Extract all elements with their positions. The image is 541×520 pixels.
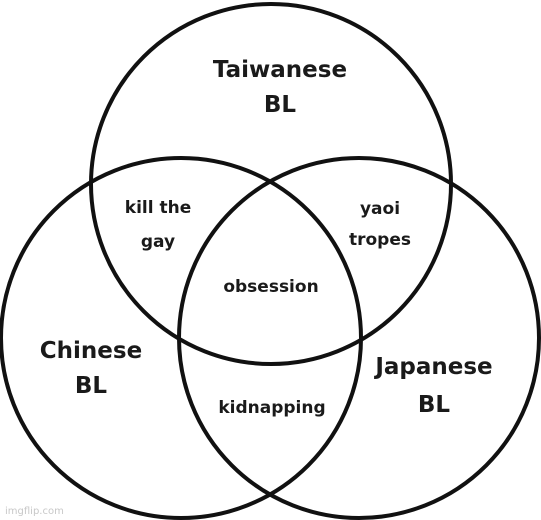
label-japanese-line2: BL: [418, 392, 451, 418]
label-chinese-line2: BL: [75, 373, 108, 399]
label-taiwanese-chinese-line2: gay: [141, 232, 175, 252]
label-taiwanese-japanese-line1: yaoi: [360, 199, 400, 219]
label-taiwanese-line1: Taiwanese: [213, 57, 347, 83]
label-taiwanese-line2: BL: [264, 92, 297, 118]
label-chinese-line1: Chinese: [40, 338, 142, 364]
label-japanese-line1: Japanese: [373, 354, 492, 380]
circle-chinese-bl: [0, 156, 363, 520]
label-taiwanese-japanese-line2: tropes: [349, 230, 411, 250]
circle-japanese-bl: [177, 156, 541, 520]
label-taiwanese-chinese-line1: kill the: [125, 198, 191, 218]
label-all-three: obsession: [223, 277, 318, 297]
label-chinese-japanese: kidnapping: [218, 398, 325, 418]
watermark: imgflip.com: [5, 506, 64, 517]
